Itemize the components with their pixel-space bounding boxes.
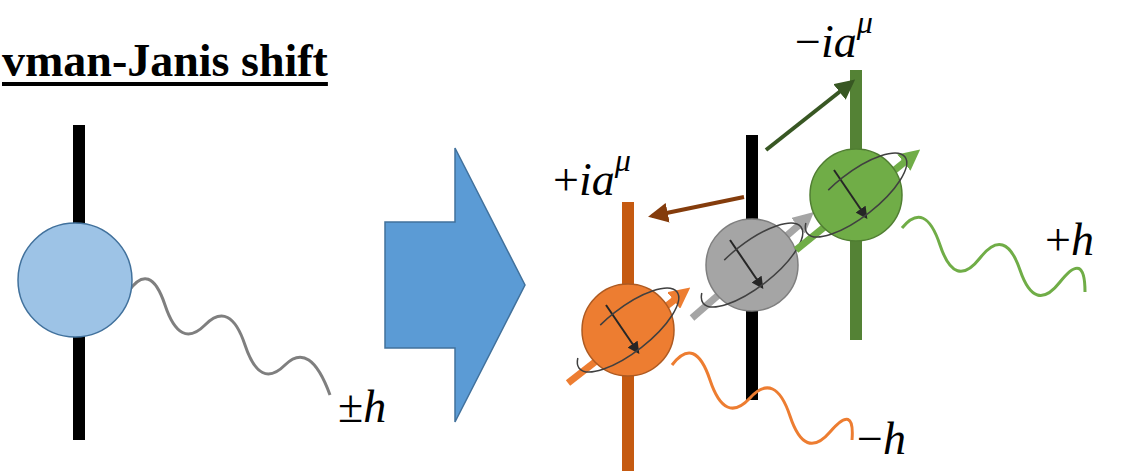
spin-arrow xyxy=(834,170,866,217)
graviton-wave xyxy=(128,279,330,395)
spin-axis xyxy=(692,219,806,318)
graviton-wave xyxy=(672,353,852,443)
shift-vector xyxy=(766,82,852,150)
spin-loop xyxy=(690,209,815,320)
math-label: ±h xyxy=(338,380,386,433)
spin-loop xyxy=(566,274,691,385)
shift-vector xyxy=(652,197,744,216)
spin-arrow xyxy=(606,305,638,352)
math-label: −h xyxy=(857,412,906,465)
spin-arrow xyxy=(730,240,762,287)
vertex-blob xyxy=(18,223,132,337)
spin-loop xyxy=(794,139,919,250)
math-label: −iaμ xyxy=(795,4,873,68)
figure-title: vman-Janis shift xyxy=(2,34,328,87)
math-label: +iaμ xyxy=(553,142,631,206)
math-label: +h xyxy=(1045,213,1094,266)
shift-arrow xyxy=(385,148,525,422)
